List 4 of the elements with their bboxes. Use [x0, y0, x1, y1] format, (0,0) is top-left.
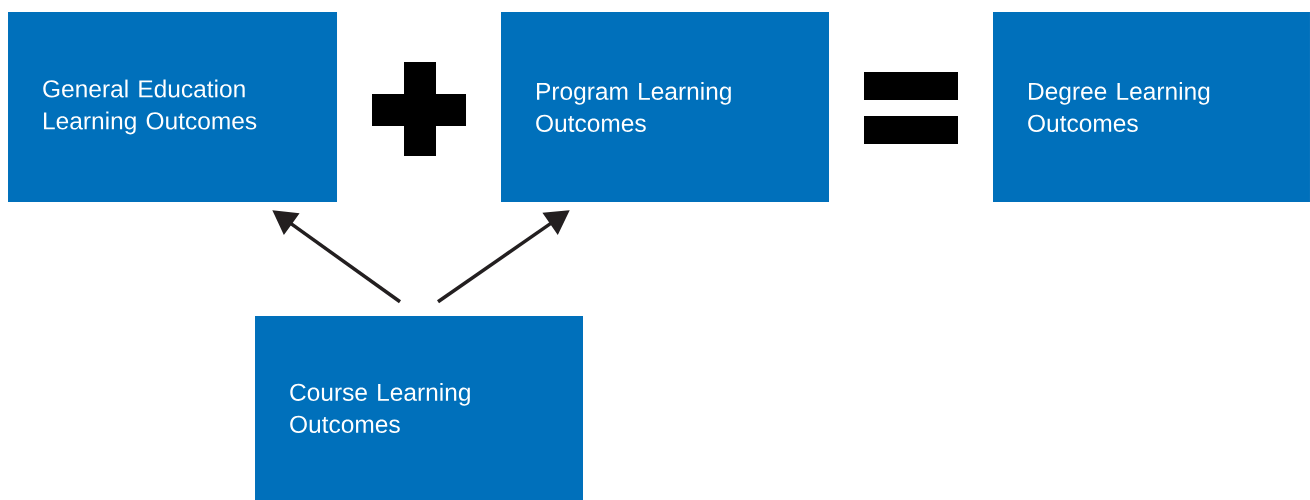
outcome-box: General Education Learning Outcomes: [8, 12, 337, 202]
outcome-box: Program Learning Outcomes: [501, 12, 829, 202]
outcome-box: Degree Learning Outcomes: [993, 12, 1310, 202]
outcome-box: Course Learning Outcomes: [255, 316, 583, 500]
